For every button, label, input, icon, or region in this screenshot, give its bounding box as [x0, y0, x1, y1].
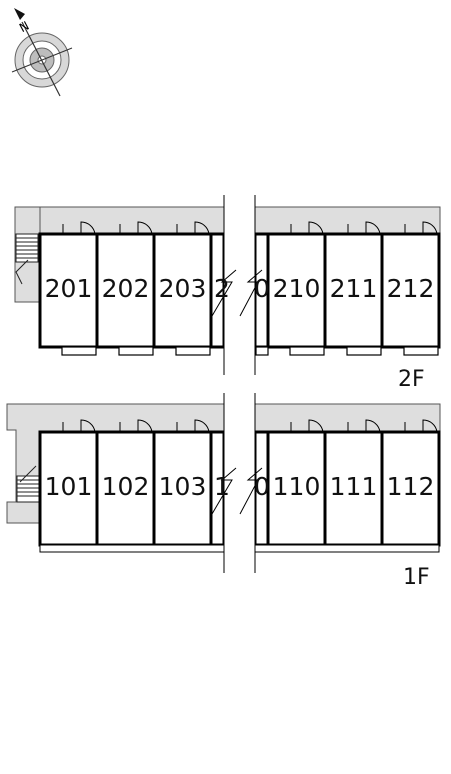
- unit-label: 110: [273, 472, 321, 501]
- floor-label-1f: 1F: [403, 565, 430, 590]
- unit-label: 203: [159, 274, 207, 303]
- unit-label: 101: [45, 472, 93, 501]
- unit-label: 111: [330, 472, 378, 501]
- unit-label: 201: [45, 274, 93, 303]
- compass-north-label: N: [17, 19, 32, 36]
- stairs-1f: [16, 465, 40, 503]
- floor-1f-plan: 101 102 103 1 0 110 111 112 1F: [6, 393, 441, 590]
- unit-label: 212: [387, 274, 435, 303]
- unit-label: 1: [214, 472, 230, 501]
- unit-label: 0: [254, 274, 270, 303]
- unit-label: 103: [159, 472, 207, 501]
- floor-2f-plan: 201 202 203 2 0 210 211 212 2F: [14, 195, 441, 392]
- omission-break-2f: [211, 195, 263, 375]
- compass-rose-icon: N: [11, 8, 73, 97]
- unit-label: 202: [102, 274, 150, 303]
- unit-label: 102: [102, 472, 150, 501]
- unit-label: 211: [330, 274, 378, 303]
- unit-label: 112: [387, 472, 435, 501]
- unit-label: 0: [254, 472, 270, 501]
- stairs-2f: [15, 233, 39, 285]
- unit-label: 2: [214, 274, 230, 303]
- unit-label: 210: [273, 274, 321, 303]
- omission-break-1f: [211, 393, 263, 573]
- floor-label-2f: 2F: [398, 367, 425, 392]
